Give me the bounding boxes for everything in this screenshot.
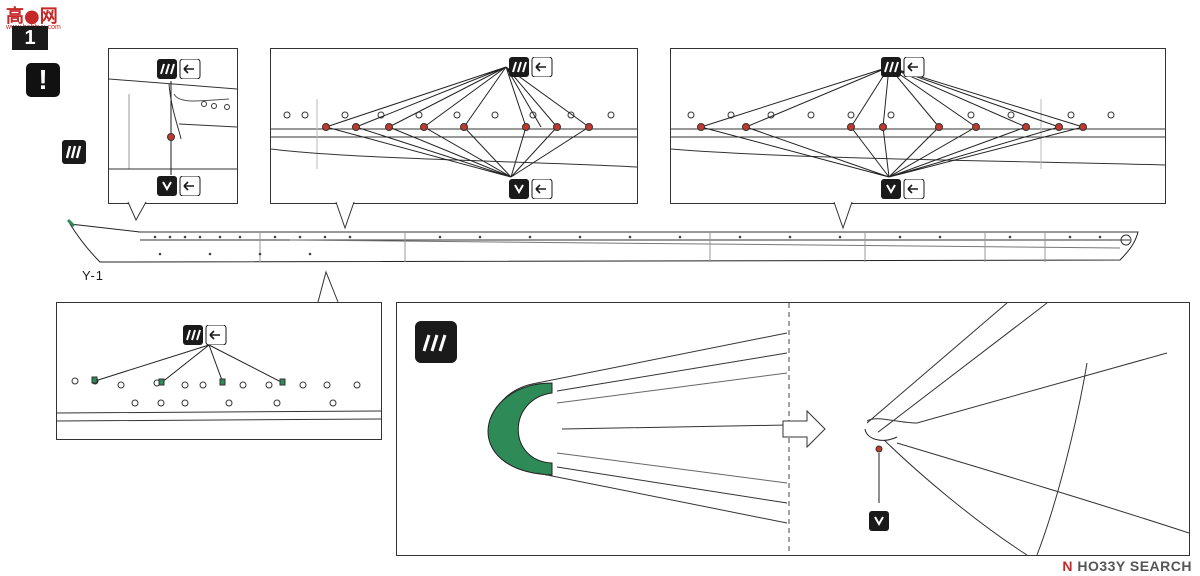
detail-frame-hull-side xyxy=(56,302,382,440)
warning-icon: ! xyxy=(26,63,60,97)
bend-icon xyxy=(415,321,457,363)
photo-etch-icon xyxy=(509,57,555,77)
watermark-text: HO33Y SEARCH xyxy=(1077,558,1192,574)
detail-frame-stern xyxy=(670,48,1166,204)
hull-part-label: Y-1 xyxy=(82,268,105,283)
detail-frame-bow-top xyxy=(108,48,238,204)
photo-etch-icon xyxy=(881,57,927,77)
step-number: 1 xyxy=(12,26,48,50)
detail-frame-midship xyxy=(270,48,638,204)
glue-icon xyxy=(157,176,203,196)
watermark-lead: N xyxy=(1062,558,1073,574)
glue-icon xyxy=(881,179,927,199)
glue-icon xyxy=(869,511,889,531)
glue-icon xyxy=(509,179,555,199)
site-logo: 高●网 xyxy=(6,6,58,27)
photo-etch-icon xyxy=(62,140,86,164)
photo-etch-icon xyxy=(183,325,229,345)
watermark: N HO33Y SEARCH xyxy=(1062,558,1192,574)
photo-etch-icon xyxy=(157,59,203,79)
hull-side-view xyxy=(66,218,1139,263)
detail-frame-bow-photoetch xyxy=(396,302,1190,556)
